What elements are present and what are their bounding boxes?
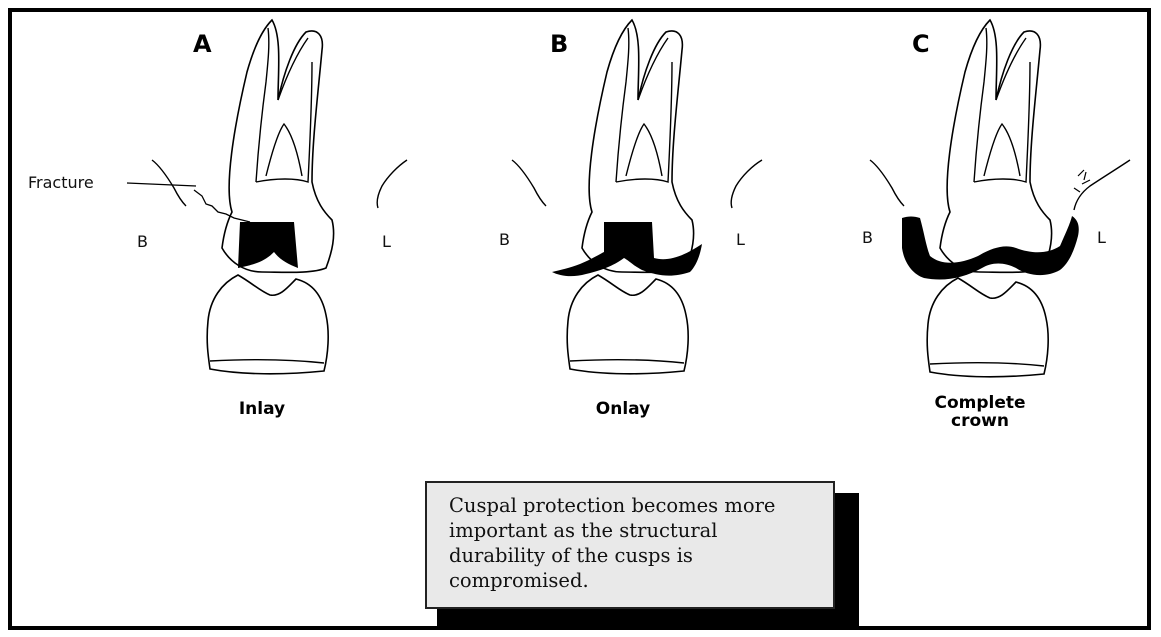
caption-inlay: Inlay (222, 400, 302, 418)
lingual-label-c: L (1097, 228, 1106, 247)
note-box: Cuspal protection becomes more important… (425, 481, 835, 609)
buccal-label-a: B (137, 232, 148, 251)
caption-onlay: Onlay (583, 400, 663, 418)
lingual-label-b: L (736, 230, 745, 249)
caption-complete-crown-line1: Complete (925, 394, 1035, 412)
lingual-label-a: L (382, 232, 391, 251)
buccal-label-b: B (499, 230, 510, 249)
caption-complete-crown: Complete crown (925, 394, 1035, 430)
caption-complete-crown-line2: crown (925, 412, 1035, 430)
buccal-label-c: B (862, 228, 873, 247)
panel-letter-a: A (193, 30, 212, 58)
panel-letter-c: C (912, 30, 930, 58)
panel-letter-b: B (550, 30, 568, 58)
fracture-pointer-line (127, 183, 196, 186)
fracture-label: Fracture (28, 173, 94, 192)
